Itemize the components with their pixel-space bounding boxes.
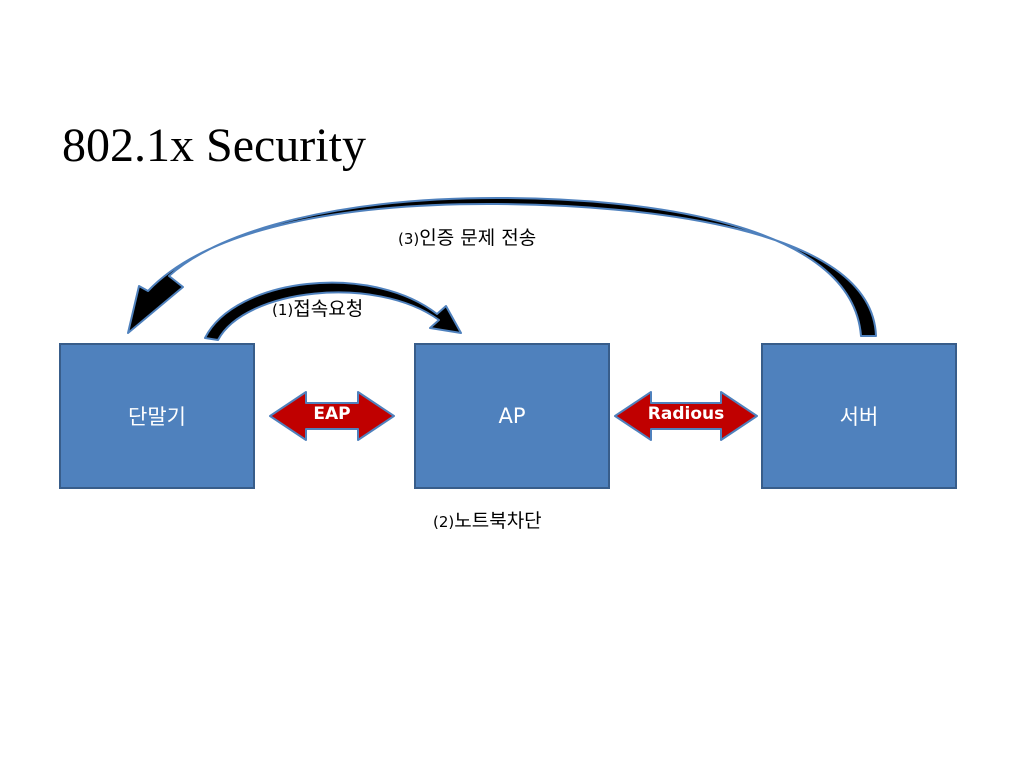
step3-number: (3) — [398, 230, 420, 248]
eap-double-arrow — [269, 391, 395, 441]
ap-box: AP — [414, 343, 610, 489]
step2-number: (2) — [433, 513, 455, 531]
step3-label: (3)인증 문제 전송 — [398, 229, 536, 248]
server-box: 서버 — [761, 343, 957, 489]
step1-label: (1)접속요청 — [272, 300, 363, 319]
radious-double-arrow — [614, 391, 758, 441]
client-label: 단말기 — [128, 405, 186, 429]
radious-label: Radious — [647, 404, 725, 424]
eap-label: EAP — [313, 404, 351, 424]
server-label: 서버 — [839, 405, 879, 429]
step1-number: (1) — [272, 301, 294, 319]
step2-text: 노트북차단 — [454, 510, 542, 532]
step1-text: 접속요청 — [293, 298, 364, 320]
auth-challenge-arrow — [127, 197, 877, 337]
ap-label: AP — [498, 404, 526, 428]
step3-text: 인증 문제 전송 — [419, 227, 537, 249]
connect-request-arrow — [204, 281, 462, 341]
slide-title: 802.1x Security — [62, 119, 366, 172]
client-box: 단말기 — [59, 343, 255, 489]
step2-label: (2)노트북차단 — [433, 512, 542, 531]
